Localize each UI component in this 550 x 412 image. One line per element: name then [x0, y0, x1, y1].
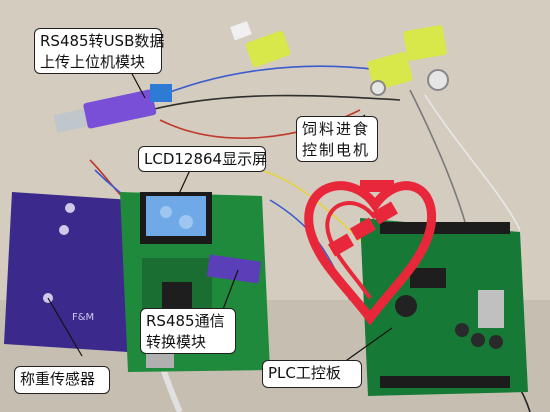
callout-rs485-usb: RS485转USB数据 上传上位机模块: [34, 28, 165, 74]
callout-rs485-convert-line2: 转换模块: [146, 333, 207, 351]
callout-rs485-usb-line2: 上传上位机模块: [40, 53, 146, 71]
callout-rs485-usb-line1: RS485转USB数据: [40, 32, 165, 50]
callout-weight-sensor: 称重传感器: [14, 366, 110, 394]
callout-rs485-convert-line1: RS485通信: [146, 312, 225, 330]
lcd-shape: [140, 192, 212, 244]
callout-lcd-label: LCD12864显示屏: [144, 150, 268, 168]
usb-module-shape: [53, 84, 172, 133]
callout-plc-board-label: PLC工控板: [268, 364, 341, 382]
callout-plc-board: PLC工控板: [262, 360, 362, 388]
load-cell-silkscreen: F&M: [72, 312, 94, 323]
callout-feeding-motor-line2: 控制电机: [302, 141, 371, 159]
plc-board-shape: [360, 218, 528, 396]
load-cell-shape: F&M: [4, 192, 132, 352]
callout-weight-sensor-label: 称重传感器: [20, 370, 96, 388]
callout-feeding-motor-line1: 饲料进食: [302, 120, 371, 138]
heart-watermark: [304, 180, 436, 326]
motor-shapes: [230, 21, 449, 96]
callout-lcd: LCD12864显示屏: [138, 146, 268, 172]
callout-rs485-convert: RS485通信 转换模块: [140, 308, 236, 354]
callout-feeding-motor: 饲料进食 控制电机: [296, 116, 378, 162]
